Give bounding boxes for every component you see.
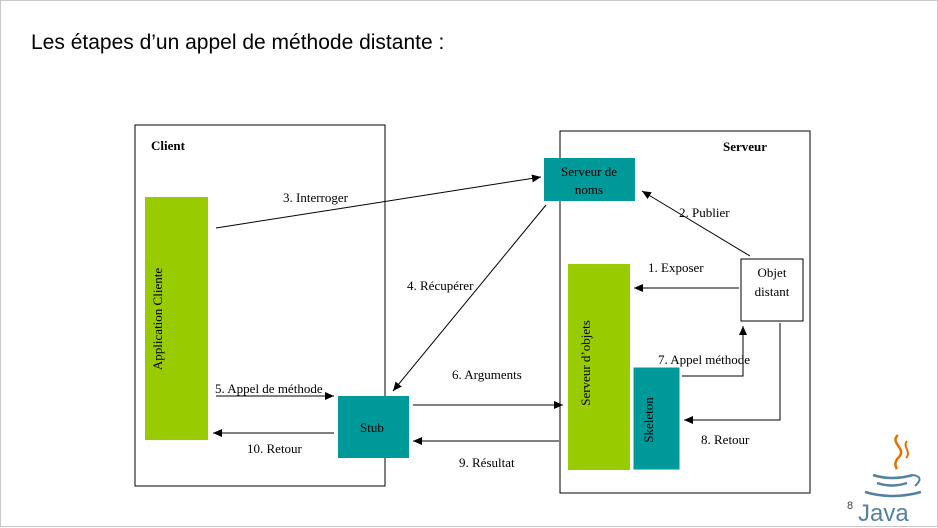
serveur-objets-label: Serveur d’objets [578, 320, 593, 406]
skeleton-box [632, 366, 681, 471]
arrow-recuperer [392, 204, 547, 392]
serveur-label: Serveur [723, 139, 767, 154]
skeleton-label: Skeleton [641, 397, 656, 443]
client-label: Client [151, 138, 186, 153]
arrow-publier [641, 190, 751, 257]
objet-distant-label-2: distant [755, 284, 790, 299]
step-5-label: 5. Appel de méthode [215, 381, 323, 396]
serveur-objets-box [568, 264, 630, 470]
page-number: 8 [847, 500, 854, 512]
step-6-label: 6. Arguments [452, 367, 522, 382]
objet-distant-box [740, 258, 804, 322]
step-10-label: 10. Retour [247, 441, 303, 456]
application-cliente-box [145, 197, 208, 440]
java-logo: Java [858, 434, 922, 527]
arrow-appel-methode-skeleton [682, 326, 747, 377]
serveur-de-noms-label-2: noms [575, 182, 603, 197]
java-cup-icon [864, 434, 922, 498]
step-3-label: 3. Interroger [283, 190, 349, 205]
step-4-label: 4. Récupérer [407, 278, 474, 293]
step-7-label: 7. Appel méthode [658, 352, 750, 367]
application-cliente-label: Application Cliente [150, 268, 165, 370]
serveur-box [559, 130, 811, 494]
client-box [134, 124, 386, 487]
slide-title: Les étapes d’un appel de méthode distant… [31, 31, 445, 54]
step-8-label: 8. Retour [701, 432, 750, 447]
arrow-interroger [215, 174, 542, 229]
java-logo-text: Java [858, 500, 909, 527]
step-9-label: 9. Résultat [459, 455, 515, 470]
objet-distant-label-1: Objet [758, 265, 787, 280]
step-1-label: 1. Exposer [648, 260, 704, 275]
stub-box [338, 396, 409, 458]
serveur-de-noms-label-1: Serveur de [561, 164, 617, 179]
serveur-de-noms-box [544, 158, 635, 201]
stub-label: Stub [360, 420, 384, 435]
arrow-retour-skeleton [684, 323, 781, 424]
step-2-label: 2. Publier [679, 205, 730, 220]
